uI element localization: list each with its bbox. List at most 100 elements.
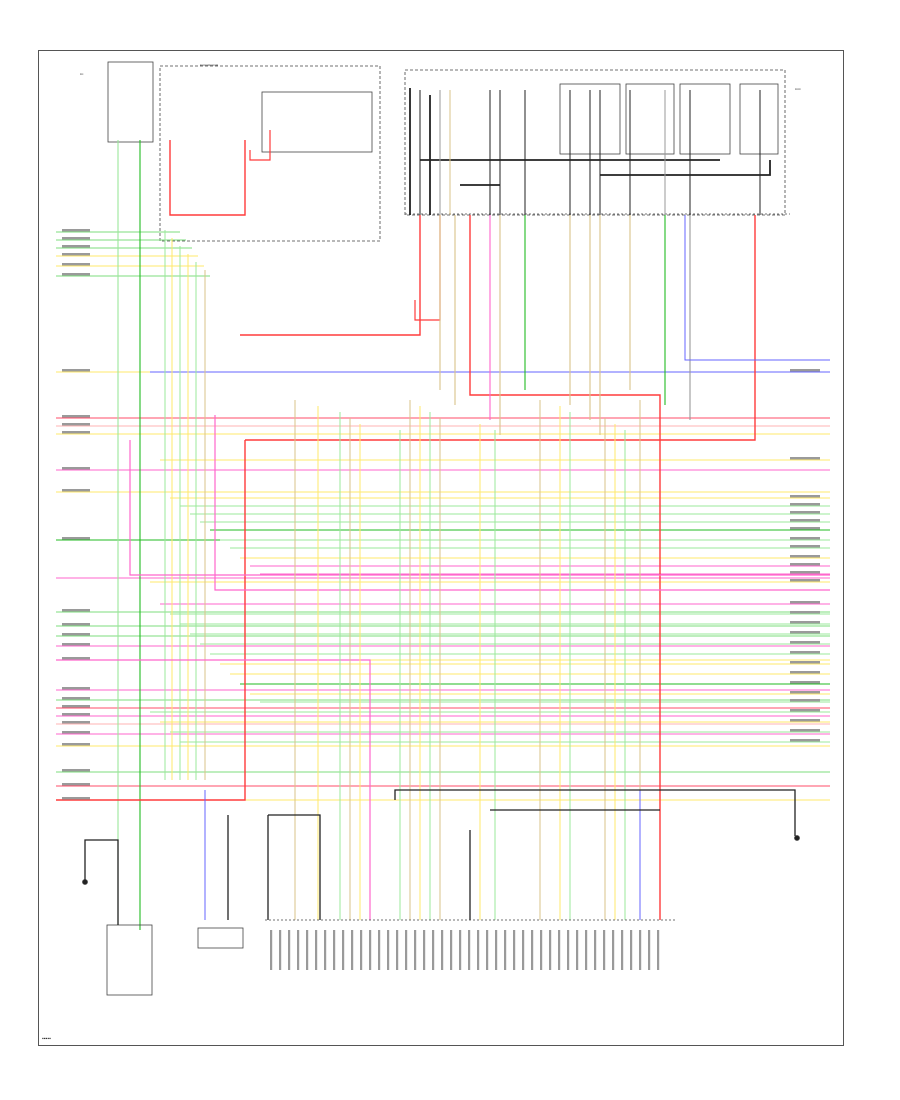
right-wire-label xyxy=(790,527,820,530)
right-wire-label xyxy=(790,641,820,644)
pin-label xyxy=(297,930,300,970)
pin-label xyxy=(441,930,444,970)
red-main-3 xyxy=(240,215,421,336)
lower-sensor-2 xyxy=(197,927,244,949)
right-wire-label xyxy=(790,699,820,702)
pin-label xyxy=(594,930,597,970)
pin-label xyxy=(432,930,435,970)
pin-label xyxy=(405,930,408,970)
pin-label xyxy=(567,930,570,970)
right-wire-label xyxy=(790,631,820,634)
pink-1 xyxy=(129,440,830,576)
figure-id: ▪▪▪▪▪ xyxy=(42,1036,51,1042)
pin-label xyxy=(315,930,318,970)
pin-label xyxy=(486,930,489,970)
right-wire-label xyxy=(790,611,820,614)
red-main-2 xyxy=(245,215,756,441)
pin-label xyxy=(639,930,642,970)
pink-2 xyxy=(214,415,830,591)
pin-label xyxy=(576,930,579,970)
right-wire-label xyxy=(790,457,820,460)
right-wire-label xyxy=(790,691,820,694)
pin-label xyxy=(342,930,345,970)
pin-label xyxy=(531,930,534,970)
black-bottom-1 xyxy=(268,814,321,920)
right-wire-label xyxy=(790,511,820,514)
ground-wire xyxy=(84,789,796,925)
pin-label xyxy=(270,930,273,970)
pin-label xyxy=(621,930,624,970)
blue-line xyxy=(684,215,830,361)
left-wire-label xyxy=(62,731,90,734)
left-wire-label xyxy=(62,609,90,612)
pin-label xyxy=(306,930,309,970)
pin-label xyxy=(288,930,291,970)
pin-label xyxy=(504,930,507,970)
pin-label xyxy=(603,930,606,970)
right-wire-label xyxy=(790,661,820,664)
inner-box-2 xyxy=(625,83,675,155)
bottom-components xyxy=(82,835,800,996)
pin-label xyxy=(648,930,651,970)
pin-label xyxy=(360,930,363,970)
left-wire-label xyxy=(62,431,90,434)
right-wire-label xyxy=(790,555,820,558)
pin-label xyxy=(495,930,498,970)
top-components xyxy=(107,61,790,242)
diagram-frame xyxy=(38,50,844,1046)
pin-label xyxy=(657,930,660,970)
right-wire-label xyxy=(790,671,820,674)
pin-label xyxy=(369,930,372,970)
right-wire-label xyxy=(790,729,820,732)
top-labels: ▪▪▪ ▪▪▪▪▪▪▪▪▪▪▪▪▪▪▪▪ ▪▪▪▪▪ xyxy=(80,63,801,91)
left-wire-label xyxy=(62,423,90,426)
right-wire-label xyxy=(790,571,820,574)
pin-label xyxy=(513,930,516,970)
left-wire-label xyxy=(62,237,90,240)
left-wire-label xyxy=(62,797,90,800)
pin-label xyxy=(459,930,462,970)
right-wire-label xyxy=(790,519,820,522)
red-main-5 xyxy=(414,215,441,321)
right-wire-label xyxy=(790,495,820,498)
left-wire-label xyxy=(62,415,90,418)
wire-bundle xyxy=(56,90,830,930)
right-wire-label xyxy=(790,719,820,722)
svg-text:▪▪▪: ▪▪▪ xyxy=(80,72,83,76)
left-wire-label xyxy=(62,245,90,248)
right-wire-label xyxy=(790,503,820,506)
pin-label xyxy=(585,930,588,970)
right-wire-label xyxy=(790,709,820,712)
left-wire-label xyxy=(62,253,90,256)
right-wire-label xyxy=(790,369,820,372)
right-wire-label xyxy=(790,621,820,624)
pin-label xyxy=(279,930,282,970)
left-wire-label xyxy=(62,229,90,232)
svg-text:▪▪▪▪▪: ▪▪▪▪▪ xyxy=(795,87,801,91)
pin-label xyxy=(414,930,417,970)
left-wire-label xyxy=(62,537,90,540)
control-module-box xyxy=(404,69,786,216)
pin-label xyxy=(540,930,543,970)
left-wire-label xyxy=(62,643,90,646)
inner-box-4 xyxy=(739,83,779,155)
upper-left-module xyxy=(107,61,154,143)
lower-left-sensor xyxy=(106,924,153,996)
right-wire-label xyxy=(790,739,820,742)
svg-text:▪▪▪▪▪▪▪▪▪▪▪▪▪▪▪▪: ▪▪▪▪▪▪▪▪▪▪▪▪▪▪▪▪ xyxy=(200,63,218,67)
pin-label xyxy=(549,930,552,970)
pin-label xyxy=(378,930,381,970)
relay-block xyxy=(261,91,373,153)
right-wire-label xyxy=(790,563,820,566)
right-wire-label xyxy=(790,545,820,548)
pin-label xyxy=(387,930,390,970)
pin-label xyxy=(630,930,633,970)
right-wire-label xyxy=(790,601,820,604)
left-wire-label xyxy=(62,467,90,470)
pin-labels xyxy=(62,229,820,970)
top-red-small xyxy=(249,130,271,161)
left-wire-label xyxy=(62,633,90,636)
power-distribution-module xyxy=(159,65,381,242)
left-wire-label xyxy=(62,263,90,266)
